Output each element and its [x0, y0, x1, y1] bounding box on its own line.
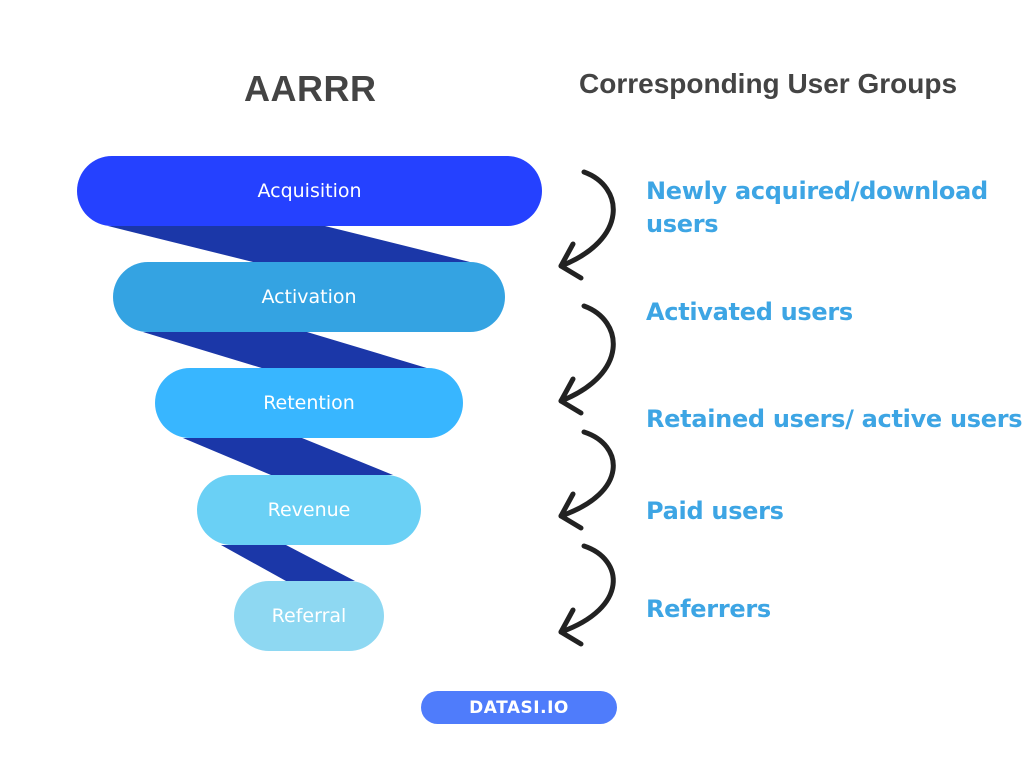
funnel-connector [183, 438, 393, 475]
stage-label-activation: Activation [261, 286, 357, 308]
curved-arrow-icon [558, 169, 616, 281]
funnel-connector [221, 545, 355, 581]
aarrr-title: AARRR [244, 68, 377, 109]
user-group-retention: Retained users/ active users [646, 405, 1023, 433]
stage-label-referral: Referral [271, 605, 347, 627]
funnel-stage-referral [234, 581, 384, 651]
funnel-stage-retention [155, 368, 463, 438]
funnel-stage-revenue [197, 475, 421, 545]
curved-arrow-icon [558, 429, 616, 531]
funnel-stage-activation [113, 262, 505, 332]
funnel-connector [108, 226, 470, 262]
user-groups-title: Corresponding User Groups [579, 68, 958, 99]
user-group-activation: Activated users [646, 298, 853, 326]
user-group-referral: Referrers [646, 595, 771, 623]
curved-arrow-icon [558, 303, 616, 416]
stage-label-revenue: Revenue [267, 499, 351, 521]
funnel-stage-acquisition [77, 156, 542, 226]
brand-badge[interactable]: DATASI.IO [421, 691, 617, 724]
stage-label-retention: Retention [263, 392, 355, 414]
user-group-acquisition: Newly acquired/download users [646, 177, 988, 238]
stage-label-acquisition: Acquisition [257, 180, 362, 202]
funnel-connector [143, 332, 430, 369]
user-group-revenue: Paid users [646, 497, 784, 525]
curved-arrow-icon [558, 543, 616, 647]
